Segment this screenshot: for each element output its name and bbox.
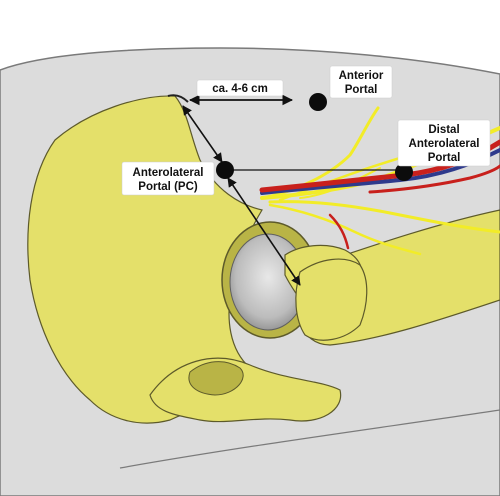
- distal-portal-label-bg: [397, 119, 491, 167]
- anterior-portal-marker: [309, 93, 327, 111]
- anterior-portal-label-bg: [329, 65, 393, 99]
- anterolateral-portal-label-line1: Anterolateral: [133, 167, 204, 179]
- distal-portal-label-line2: Anterolateral: [409, 138, 480, 150]
- anterior-portal-label-line2: Portal: [345, 84, 378, 96]
- anterolateral-portal-label-line2: Portal (PC): [138, 181, 198, 193]
- asis-landmark: [167, 94, 189, 103]
- distance-label-bg: [196, 79, 284, 97]
- skin-thigh-contour: [119, 409, 500, 469]
- distal-anterolateral-portal-marker: [395, 163, 413, 181]
- anterolateral-portal-label-bg: [121, 161, 215, 196]
- anterior-portal-label-line1: Anterior: [339, 70, 384, 82]
- asis-to-portal-arrow: [182, 105, 223, 163]
- portal-to-trochanter-arrow: [227, 177, 301, 286]
- anterolateral-portal-marker: [216, 161, 234, 179]
- distal-portal-label-line3: Portal: [428, 152, 461, 164]
- distal-portal-label-line1: Distal: [428, 124, 459, 136]
- greater-trochanter: [295, 258, 368, 341]
- obturator-foramen: [188, 361, 244, 396]
- distance-label: ca. 4-6 cm: [212, 83, 268, 95]
